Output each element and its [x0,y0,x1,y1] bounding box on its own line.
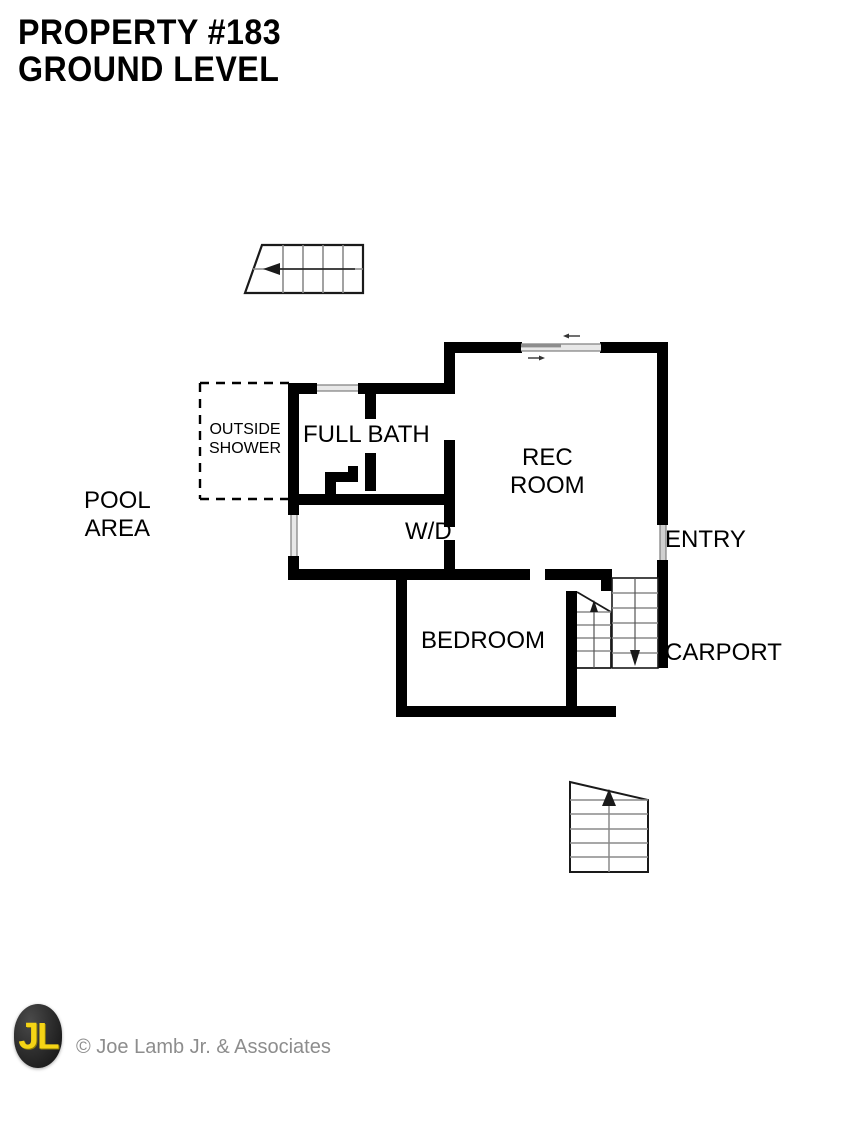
stair-interior-up [576,591,612,669]
label-full-bath-line-1: FULL BATH [303,421,430,448]
label-laundry: W/D [405,518,452,546]
label-rec-room-line-1: REC [522,444,573,471]
copyright-text: © Joe Lamb Jr. & Associates [76,1035,331,1058]
label-pool-area-line-1: POOL [84,487,151,514]
stair-direction-arrow-down [630,650,640,666]
entry-door [657,520,668,565]
footer: JL © Joe Lamb Jr. & Associates [14,998,331,1074]
stair-direction-arrow-left [263,263,280,275]
stair-carport-down [611,577,659,669]
label-rec-room-line-2: ROOM [510,472,585,500]
label-outside-shower-line-1: OUTSIDE [209,421,281,438]
building-walls [288,342,668,717]
page-title-line-2: GROUND LEVEL [18,50,280,89]
openings [288,333,668,565]
stair-direction-arrow-up [602,789,616,806]
stair-bottom-deck [569,780,649,873]
label-pool-area: POOL AREA [84,487,151,544]
label-entry-line-1: ENTRY [665,526,746,553]
company-logo: JL [14,1004,62,1068]
label-bedroom: BEDROOM [421,627,545,655]
stair-direction-arrow-up [590,600,598,612]
stair-top-deck [243,243,365,295]
label-entry: ENTRY [665,526,746,554]
label-carport-line-1: CARPORT [665,639,782,666]
outside-shower-enclosure [198,381,293,501]
label-outside-shower-line-2: SHOWER [209,439,281,457]
label-rec-room: REC ROOM [510,444,585,501]
window-full-bath [313,383,362,394]
logo-initials: JL [18,1015,59,1057]
page-title: PROPERTY #183 GROUND LEVEL [18,14,518,88]
label-carport: CARPORT [665,639,782,667]
page-title-line-1: PROPERTY #183 [18,13,282,52]
label-bedroom-line-1: BEDROOM [421,627,546,654]
label-pool-area-line-2: AREA [84,515,151,543]
sliding-door-rec-room [518,333,604,361]
sliding-door-storage [288,511,299,560]
label-outside-shower: OUTSIDE SHOWER [209,421,281,459]
label-laundry-line-1: W/D [405,518,452,545]
label-full-bath: FULL BATH [303,421,430,449]
